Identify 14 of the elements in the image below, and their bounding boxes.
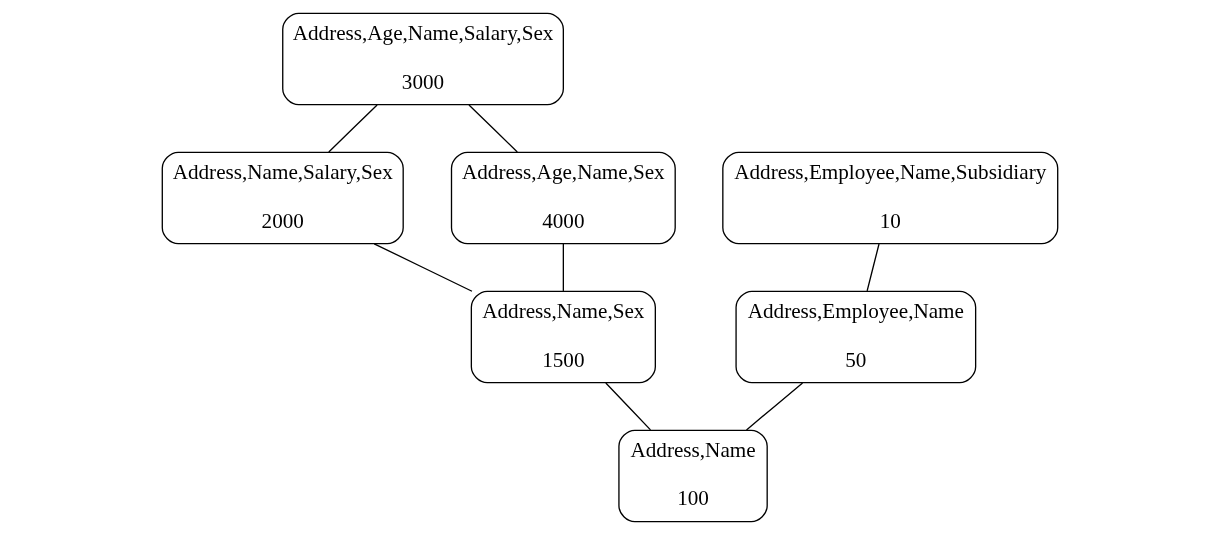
connector [605,382,652,431]
connector [866,243,880,292]
node-box: Address,Employee,Name,Subsidiary 10 [722,151,1059,245]
node-box: Address,Name 100 [618,429,768,523]
node-box: Address,Age,Name,Salary,Sex 3000 [282,12,564,106]
node-box: Address,Employee,Name 50 [735,290,977,384]
node-box: Address,Age,Name,Sex 4000 [450,151,676,245]
node-box: Address,Name,Salary,Sex 2000 [161,151,404,245]
connector [562,243,564,292]
connector [328,104,378,153]
connector [745,382,804,431]
connector [373,243,473,292]
connector [468,104,518,153]
node-box: Address,Name,Sex 1500 [470,290,656,384]
